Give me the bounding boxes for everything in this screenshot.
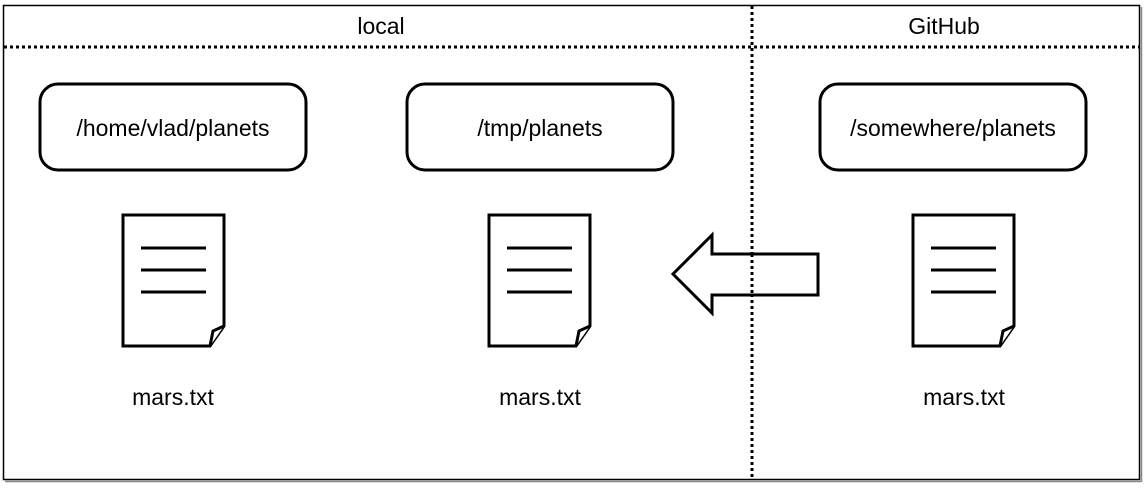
file-label-somewhere: mars.txt: [923, 384, 1005, 410]
document-icon: [911, 213, 1016, 348]
region-label-github: GitHub: [908, 13, 980, 39]
document-icon: [487, 213, 592, 348]
folder-box-somewhere: [818, 82, 1088, 172]
file-label-tmp: mars.txt: [499, 384, 581, 410]
folder-label-somewhere: /somewhere/planets: [850, 115, 1056, 141]
folder-box-home: [38, 82, 308, 172]
file-label-home: mars.txt: [132, 384, 214, 410]
folder-box-tmp: [405, 82, 675, 172]
arrow-left-icon: [670, 231, 820, 317]
document-icon: [121, 213, 226, 348]
folder-label-tmp: /tmp/planets: [477, 115, 602, 141]
region-label-local: local: [357, 13, 404, 39]
folder-label-home: /home/vlad/planets: [76, 115, 269, 141]
